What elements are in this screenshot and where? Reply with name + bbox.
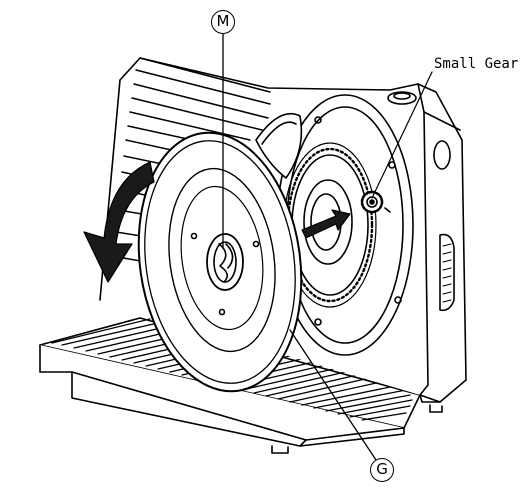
small-gear-label: Small Gear <box>434 56 519 72</box>
callout-m: M <box>211 10 235 34</box>
g-leader <box>289 329 377 461</box>
hub-arrow <box>301 209 351 239</box>
blade-disc <box>137 131 303 393</box>
rotation-arrow <box>83 161 155 283</box>
small-gear <box>360 190 391 214</box>
blade-guard <box>255 112 303 179</box>
small-gear-leader <box>371 71 433 199</box>
callout-g: G <box>370 458 394 482</box>
